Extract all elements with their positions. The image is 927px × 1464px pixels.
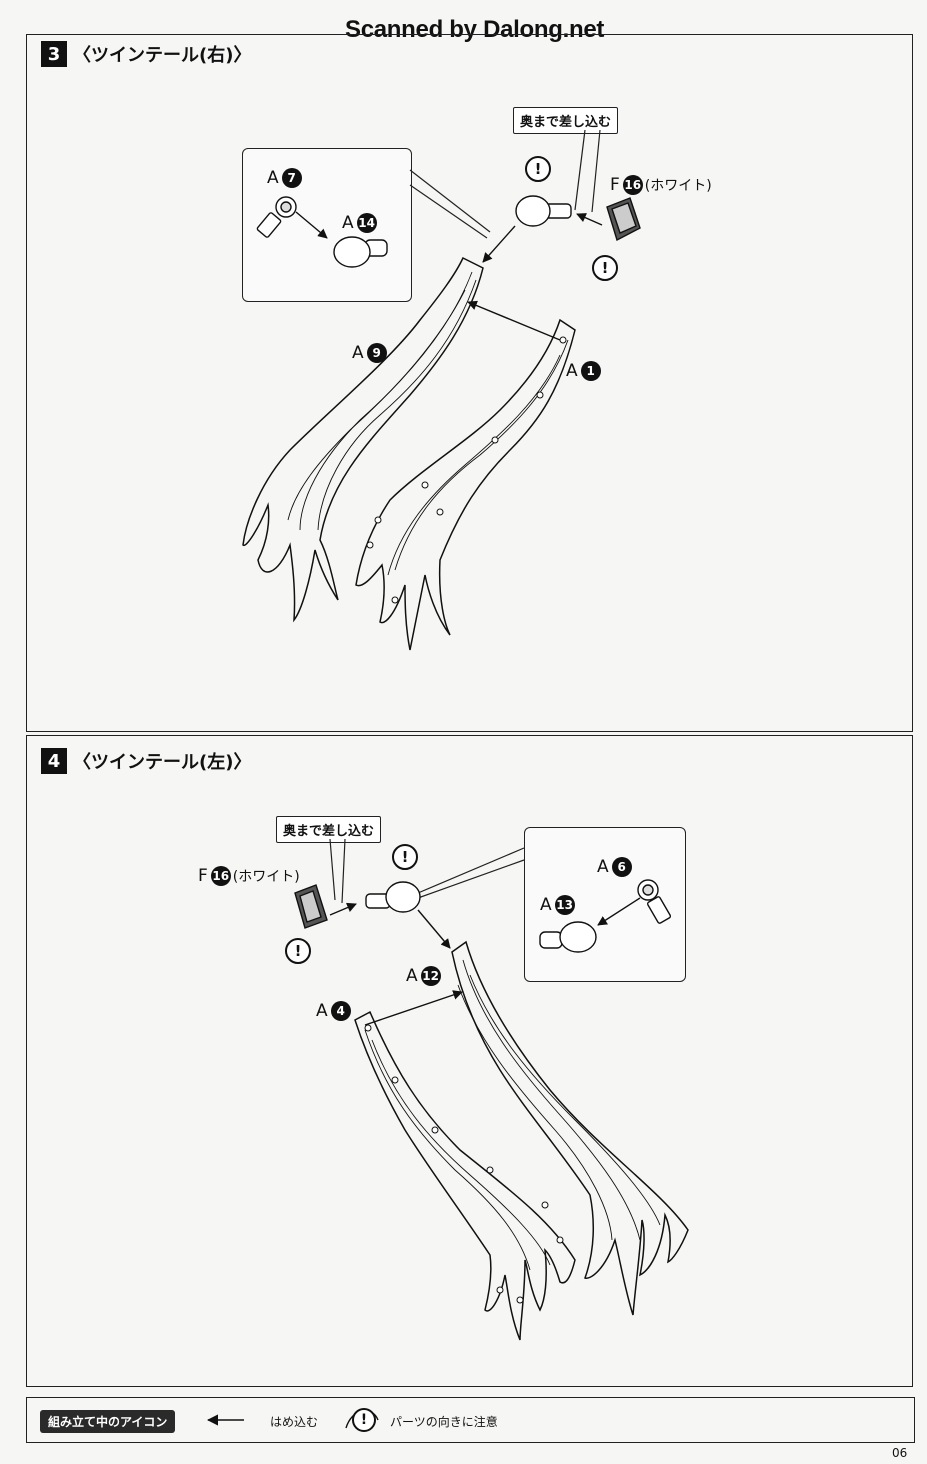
caution-icon-mark: ! xyxy=(360,1412,368,1428)
step3-number: 3 xyxy=(41,41,67,67)
step3-title: 〈ツインテール(右)〉 xyxy=(73,45,252,66)
legend-title: 組み立て中のアイコン xyxy=(40,1410,176,1433)
caution-icon-mark: ! xyxy=(295,942,302,960)
step4-heading: 4 〈ツインテール(左)〉 xyxy=(41,748,251,774)
step4-arrow-f16 xyxy=(329,902,357,916)
caution-icon-mark: ! xyxy=(402,848,409,866)
step3-callout: 奥まで差し込む xyxy=(513,107,619,134)
step4-title: 〈ツインテール(左)〉 xyxy=(73,752,252,773)
step3-part-a14 xyxy=(333,236,388,268)
step3-arrow-joint xyxy=(482,225,516,263)
step4-arrow-joint xyxy=(417,909,451,949)
step4-panel: 4 〈ツインテール(左)〉 xyxy=(26,735,913,1387)
step3-inset-arrow xyxy=(295,211,328,239)
step4-ball-joint xyxy=(365,881,421,913)
step4-hair-a4 xyxy=(354,1010,576,1341)
step3-hair-a9 xyxy=(242,256,484,623)
step3-ball-joint xyxy=(515,195,572,227)
step3-hair-a1 xyxy=(355,318,576,651)
step3-arrow-a1 xyxy=(467,300,561,341)
caution-icon xyxy=(525,156,618,281)
page-number: 06 xyxy=(892,1446,908,1460)
step4-hair-a12 xyxy=(451,940,689,1316)
caution-icon-mark: ! xyxy=(602,259,609,277)
step3-callout-pointer xyxy=(574,129,601,213)
watermark: Scanned by Dalong.net xyxy=(345,16,605,43)
step3-part-f16 xyxy=(606,197,641,242)
caution-icon-mark: ! xyxy=(535,160,542,178)
step3-heading: 3 〈ツインテール(右)〉 xyxy=(41,41,251,67)
step4-number: 4 xyxy=(41,748,67,774)
step4-part-a6 xyxy=(637,879,672,924)
step3-panel: 3 〈ツインテール(右)〉 xyxy=(26,34,913,732)
legend-bar xyxy=(26,1397,915,1443)
legend-caution-icon: ! xyxy=(352,1408,376,1432)
step3-arrow-f16 xyxy=(576,213,603,226)
step4-part-f16 xyxy=(294,884,328,929)
step4-inset-arrow xyxy=(597,897,641,926)
step3-part-a7 xyxy=(256,196,297,238)
step4-inset-pointer xyxy=(417,847,525,899)
step4-callout-pointer xyxy=(329,838,346,904)
legend-insert-label: はめ込む xyxy=(270,1415,319,1429)
step3-inset-pointer xyxy=(409,169,491,239)
step4-arrow-a4 xyxy=(364,990,463,1026)
legend-caution-label: パーツの向きに注意 xyxy=(390,1415,498,1429)
step4-callout: 奥まで差し込む xyxy=(276,816,382,843)
caution-icon xyxy=(285,844,418,964)
step4-part-a13 xyxy=(539,921,597,953)
